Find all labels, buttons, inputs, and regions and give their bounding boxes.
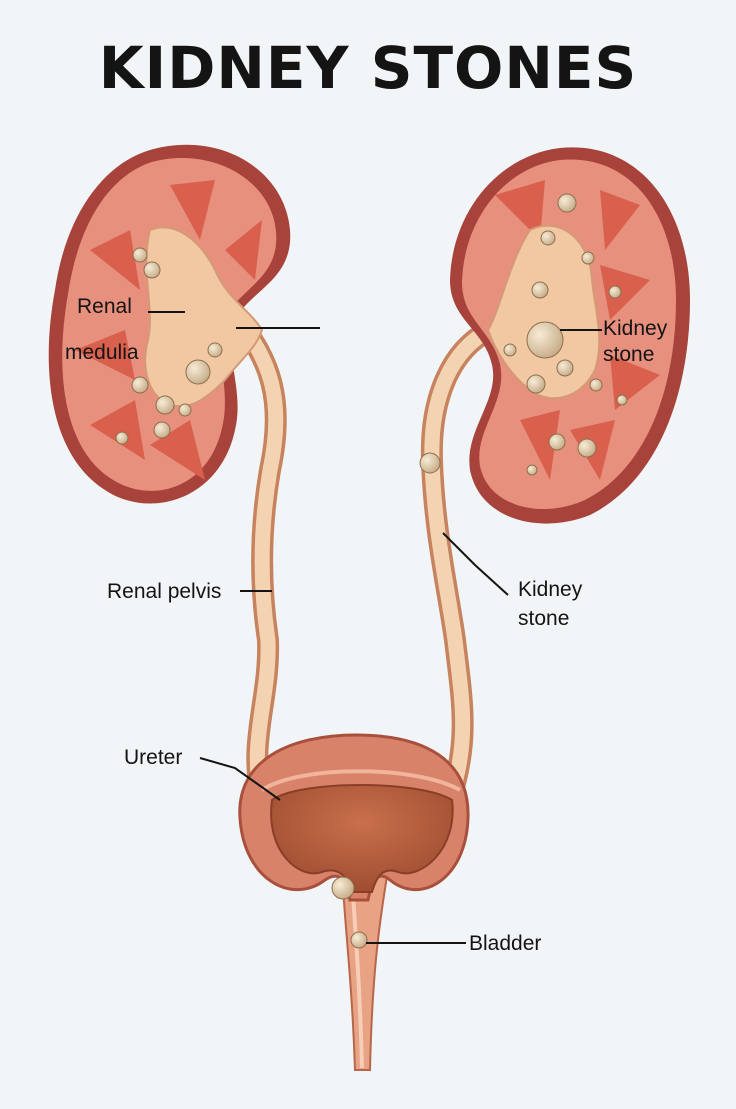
stone — [589, 378, 603, 392]
stone — [143, 261, 161, 279]
stone — [577, 438, 597, 458]
label-kidney-stone-lower-line1: Kidney — [518, 578, 583, 601]
stone — [616, 394, 628, 406]
leader-kidney-stone-lower — [442, 532, 509, 596]
stone — [526, 374, 546, 394]
stone — [548, 433, 566, 451]
ureter-stone — [419, 452, 441, 474]
stone — [556, 359, 574, 377]
stone — [132, 247, 148, 263]
label-kidney-stone-upper-line2: stone — [603, 343, 655, 366]
stone — [185, 359, 211, 385]
stone — [526, 464, 538, 476]
bladder-stone — [331, 876, 355, 900]
label-kidney-stone-lower-line2: stone — [518, 607, 570, 630]
stone — [155, 395, 175, 415]
stone — [115, 431, 129, 445]
stone — [557, 193, 577, 213]
kidney-stones — [115, 193, 628, 949]
left-kidney — [48, 144, 291, 504]
stone — [531, 281, 549, 299]
label-renal-pelvis: Renal pelvis — [107, 580, 222, 603]
stone — [153, 421, 171, 439]
stone — [207, 342, 223, 358]
urethra-stone — [350, 931, 368, 949]
stone — [526, 321, 564, 359]
label-renal-medulla-line1: Renal — [77, 295, 132, 318]
label-ureter: Ureter — [124, 746, 183, 769]
leader-ureter — [199, 757, 281, 801]
label-renal-medulla-line2: medulia — [65, 341, 139, 364]
stone — [178, 403, 192, 417]
page-title: KIDNEY STONES — [98, 34, 638, 102]
stone — [581, 251, 595, 265]
label-kidney-stone-upper-line1: Kidney — [603, 317, 668, 340]
stone — [608, 285, 622, 299]
bladder — [238, 733, 470, 902]
stone — [540, 230, 556, 246]
stone — [503, 343, 517, 357]
label-bladder: Bladder — [469, 932, 542, 955]
stone — [131, 376, 149, 394]
leader-lines — [148, 311, 602, 944]
